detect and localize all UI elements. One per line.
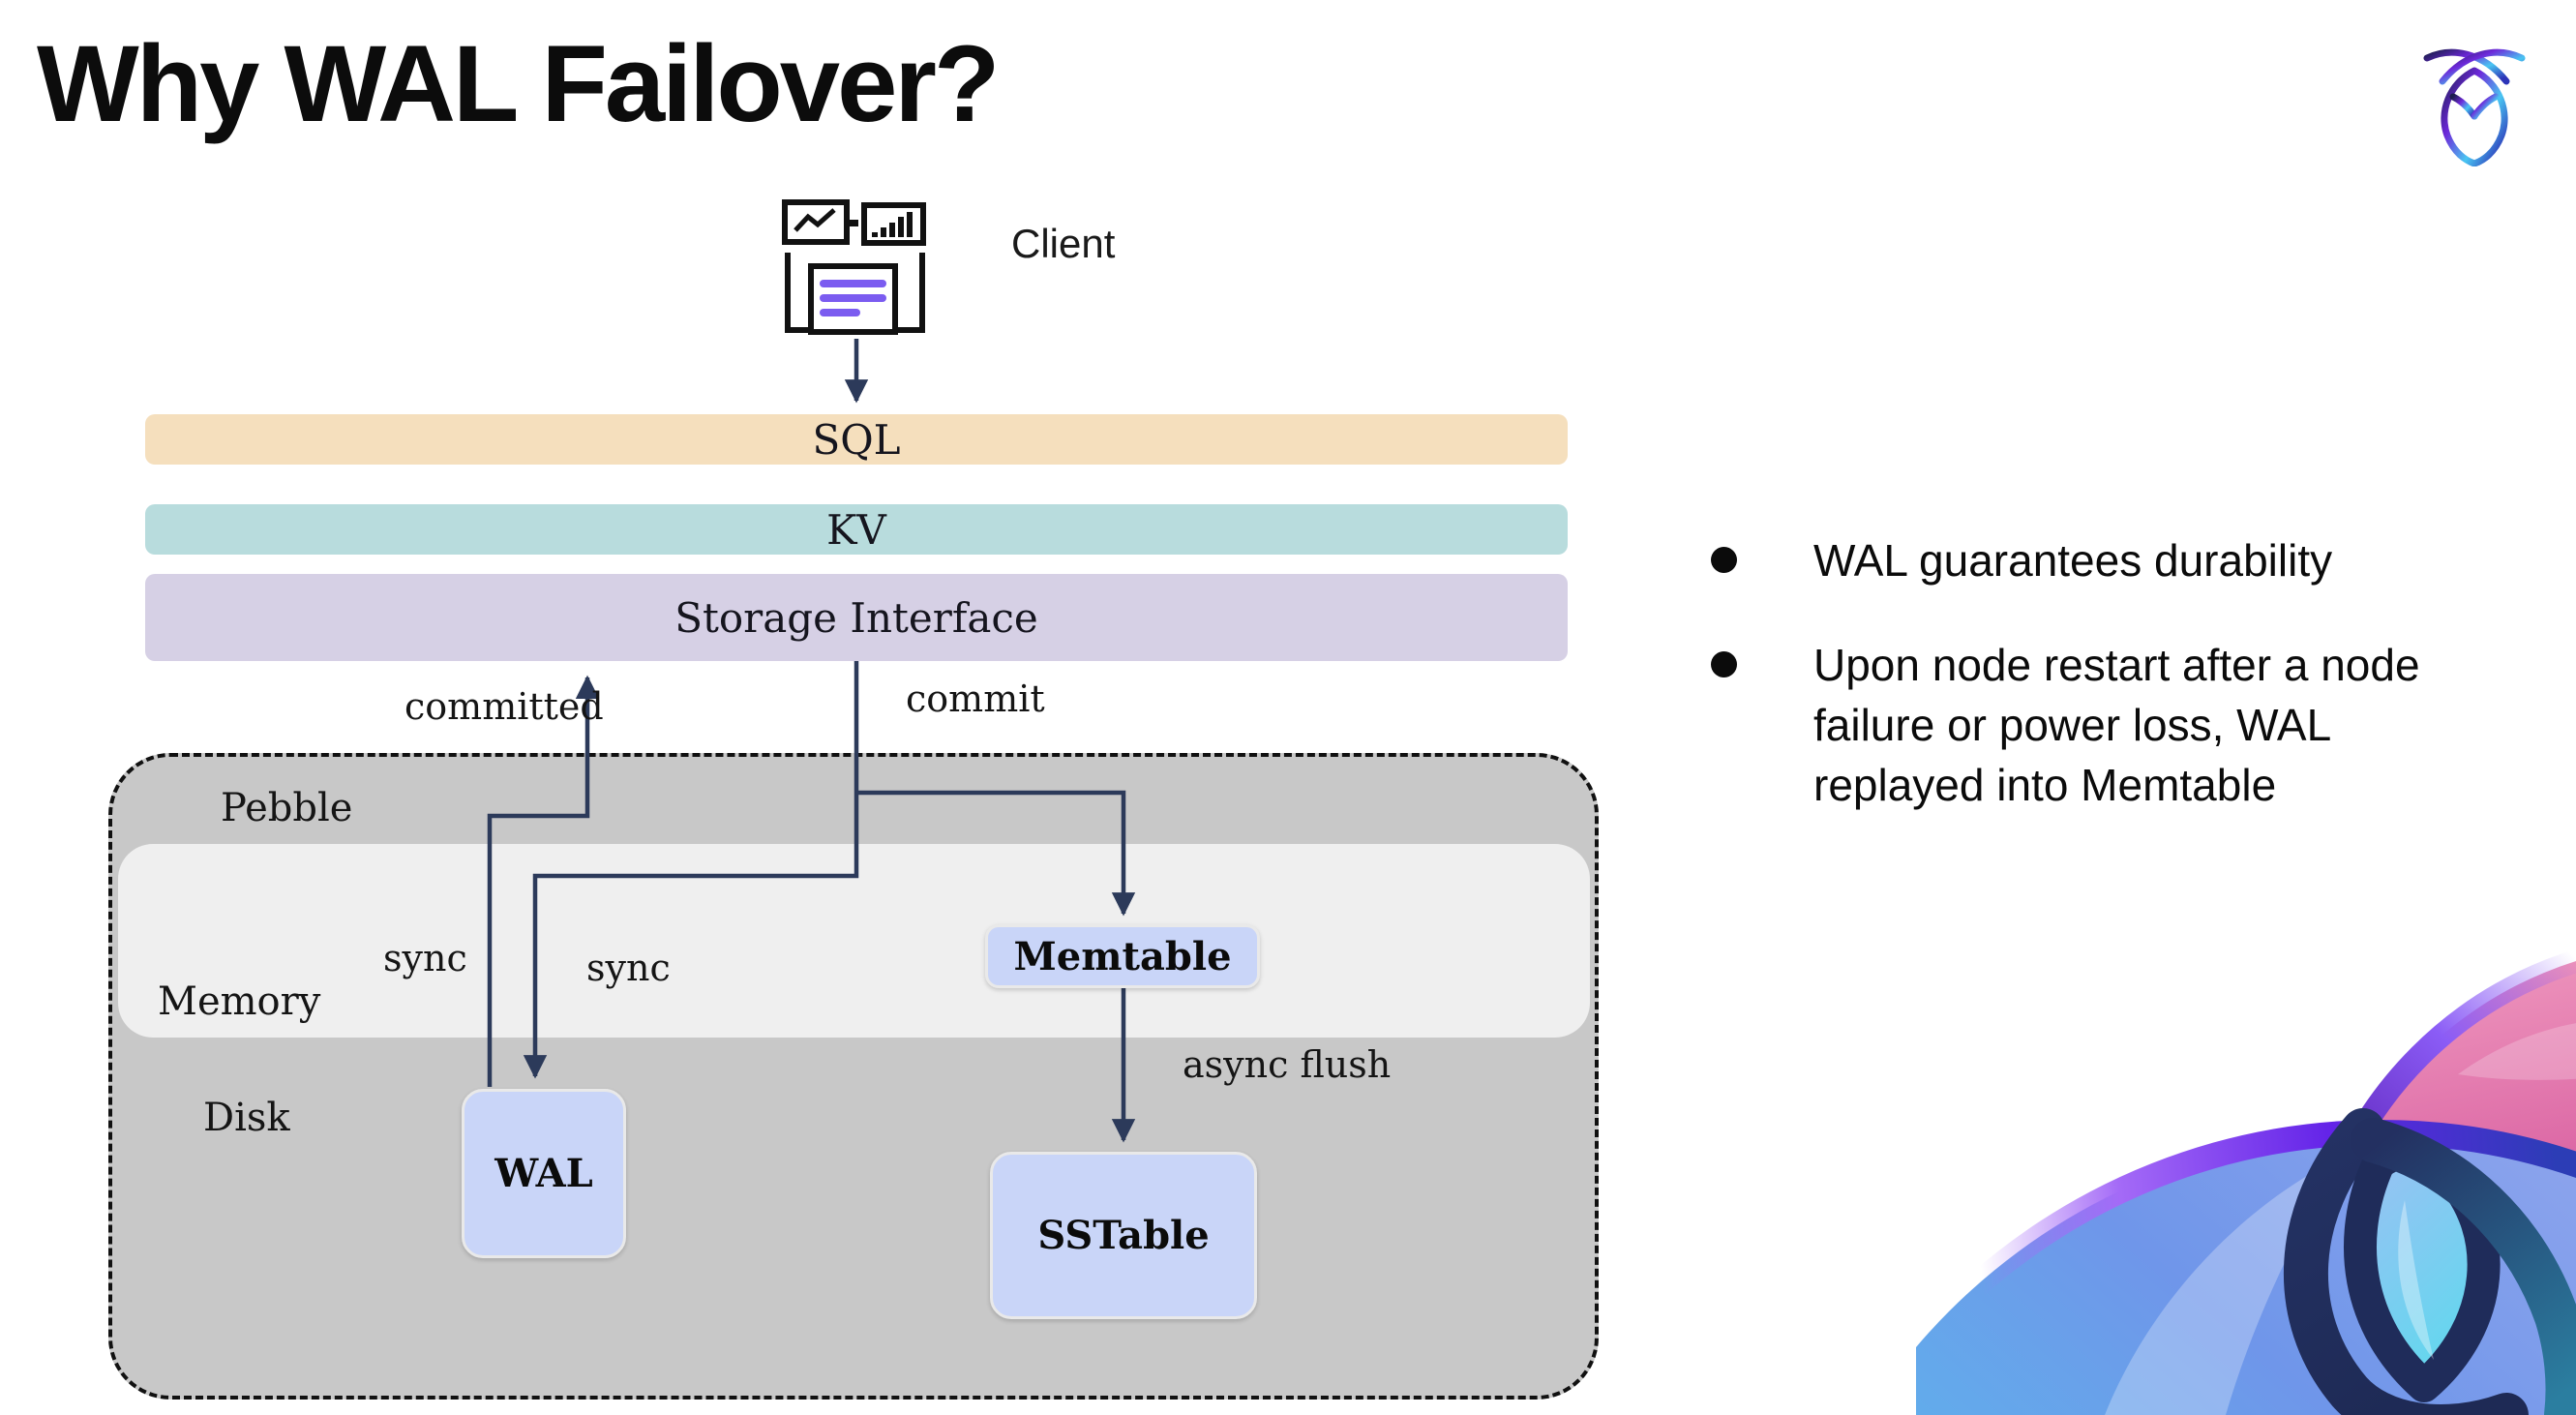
pebble-label: Pebble: [221, 786, 353, 830]
dash-connector-icon: [850, 220, 858, 226]
layer-kv-label: KV: [826, 505, 886, 554]
memtable-node: Memtable: [985, 924, 1260, 988]
layer-sql: SQL: [145, 414, 1568, 465]
wal-node: WAL: [462, 1089, 626, 1258]
edge-label-commit: commit: [906, 677, 1045, 720]
cockroachdb-logo: [2423, 48, 2526, 166]
bullet-text: Upon node restart after a node failure o…: [1813, 640, 2420, 810]
edge-label-sync-right: sync: [586, 947, 671, 989]
sstable-node: SSTable: [990, 1152, 1257, 1319]
edge-label-async-flush: async flush: [1183, 1043, 1392, 1086]
layer-kv: KV: [145, 504, 1568, 555]
disk-label: Disk: [203, 1096, 290, 1140]
bullet-dot-icon: [1711, 547, 1737, 573]
sstable-label: SSTable: [1037, 1213, 1210, 1258]
bullet-dot-icon: [1711, 651, 1737, 677]
client-label: Client: [1011, 221, 1116, 266]
edge-label-committed: committed: [404, 685, 604, 728]
layer-storage-interface: Storage Interface: [145, 574, 1568, 661]
wal-label: WAL: [494, 1151, 593, 1196]
memtable-label: Memtable: [1013, 933, 1232, 979]
edge-label-sync-left: sync: [383, 937, 467, 979]
memory-label: Memory: [158, 979, 321, 1024]
layer-storage-label: Storage Interface: [674, 593, 1038, 642]
memory-band: [118, 844, 1590, 1038]
list-item: Upon node restart after a node failure o…: [1711, 635, 2504, 815]
layer-sql-label: SQL: [812, 415, 901, 464]
client-icon: [782, 199, 926, 335]
bullet-list: WAL guarantees durability Upon node rest…: [1711, 530, 2504, 859]
list-item: WAL guarantees durability: [1711, 530, 2504, 590]
bullet-text: WAL guarantees durability: [1813, 535, 2333, 586]
page-title: Why WAL Failover?: [37, 23, 1000, 144]
corner-sphere-art: [1916, 948, 2576, 1415]
